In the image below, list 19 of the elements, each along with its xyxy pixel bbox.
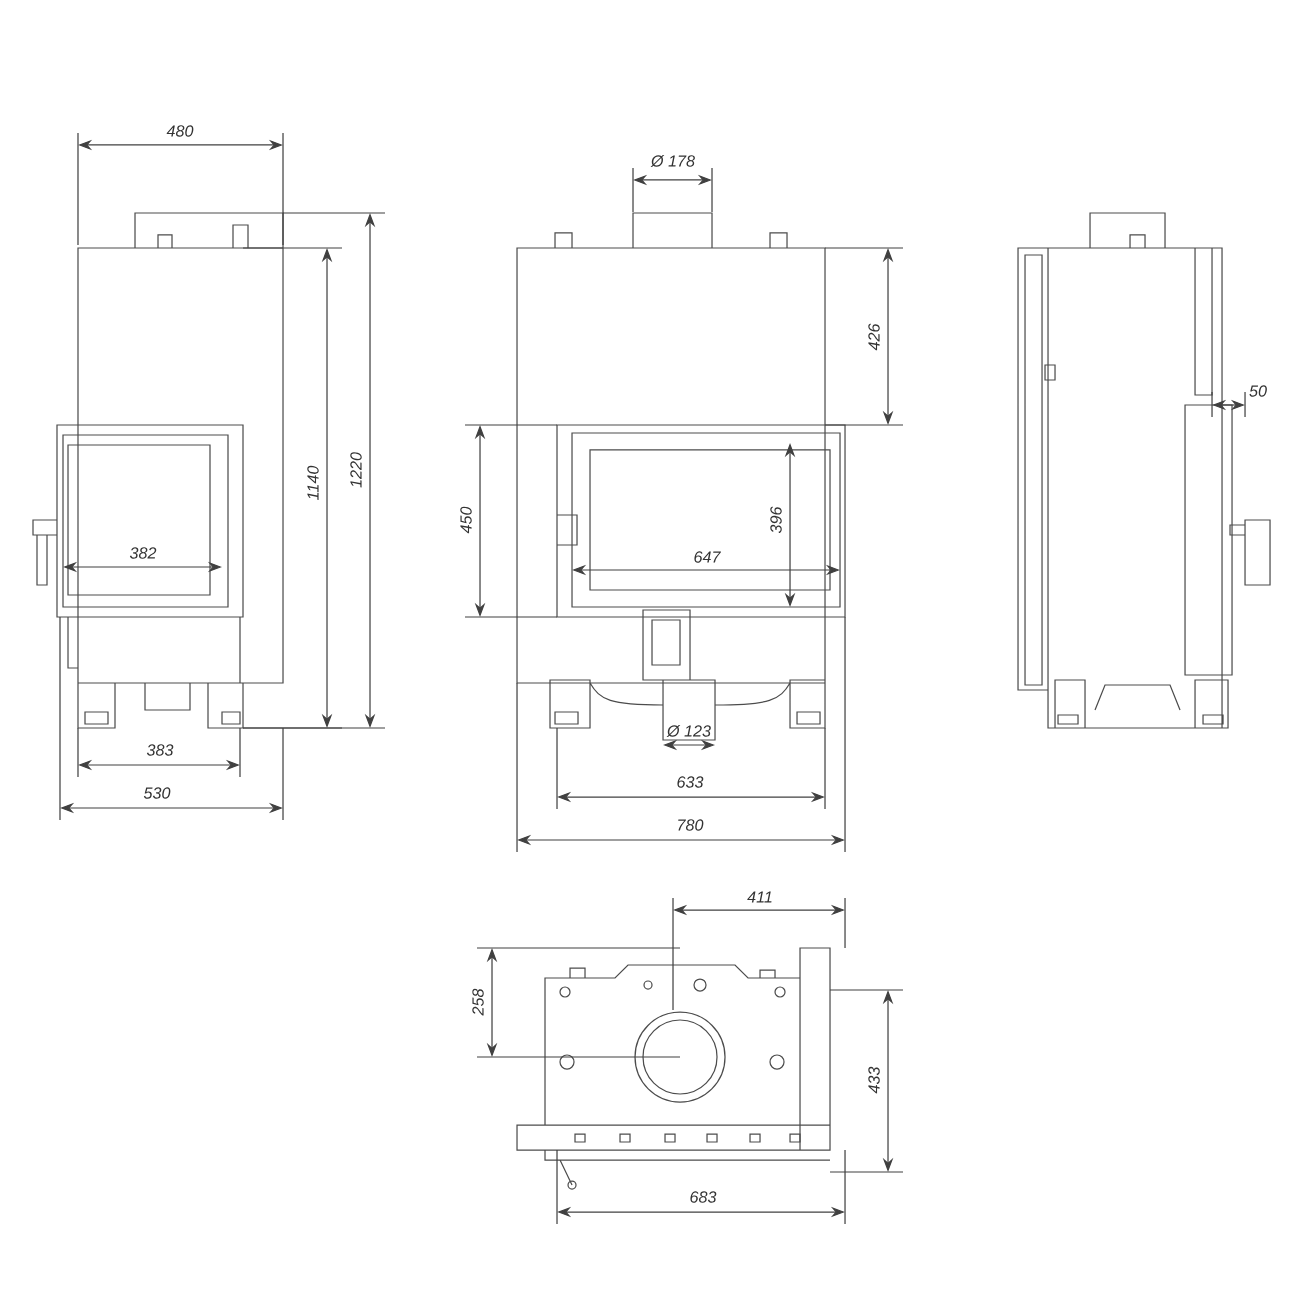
dimension-label: 258 <box>472 988 484 1016</box>
dimension-label: Ø 178 <box>650 155 695 167</box>
dimension-label: 396 <box>770 506 782 534</box>
dimension-label: 383 <box>146 744 174 756</box>
dimension-label: 1140 <box>307 465 319 500</box>
dimension-label: 450 <box>460 506 472 534</box>
dimension-label: 1220 <box>350 452 362 488</box>
dimension-label: 411 <box>747 891 772 903</box>
dimension-label: 683 <box>690 1191 717 1203</box>
dimension-label: 433 <box>868 1066 880 1094</box>
dimension-label: 426 <box>868 323 880 351</box>
dimension-label: 50 <box>1249 385 1267 397</box>
dimension-label: Ø 123 <box>666 725 711 737</box>
dimension-label: 480 <box>166 125 194 137</box>
dimension-label: 633 <box>677 776 704 788</box>
dimension-label: 382 <box>129 547 157 559</box>
dimension-label: 647 <box>694 551 721 563</box>
dimension-label: 780 <box>678 819 704 831</box>
dimension-label: 530 <box>143 787 171 799</box>
